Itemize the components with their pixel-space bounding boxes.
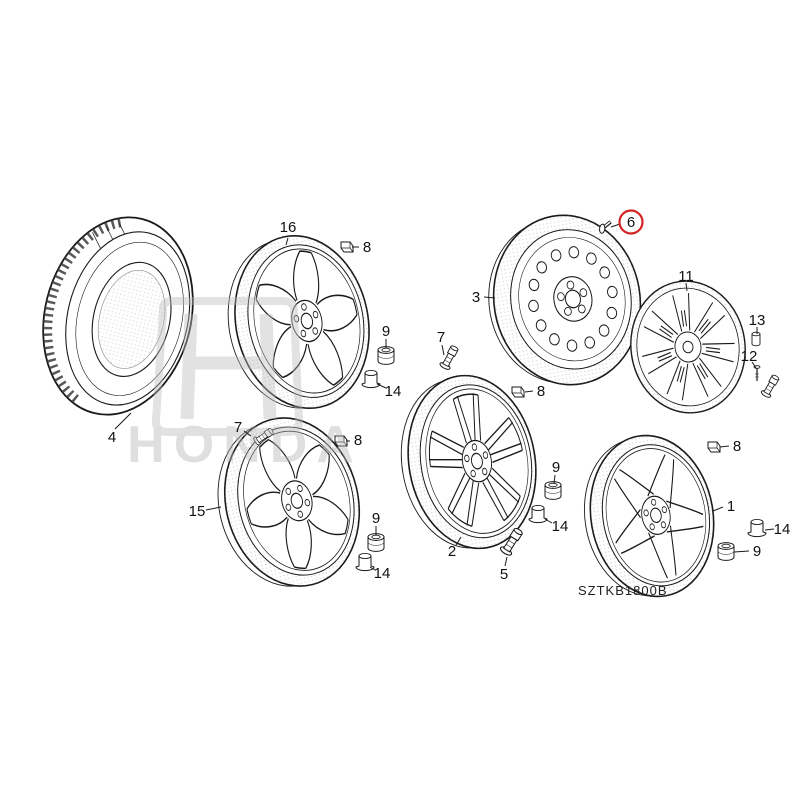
callout-5[interactable]: 5: [500, 566, 508, 583]
part-wheel-nut-14d: [747, 518, 767, 538]
callout-14-c[interactable]: 14: [552, 518, 569, 535]
part-balance-weight-right: [707, 441, 721, 453]
part-wheel-nut-9d: [717, 542, 735, 561]
part-steel-wheel: [488, 214, 642, 386]
part-alloy-wheel-2: [400, 374, 549, 550]
callout-14-d[interactable]: 14: [774, 521, 791, 538]
callout-8-top[interactable]: 8: [363, 239, 371, 256]
callout-16[interactable]: 16: [280, 219, 297, 236]
part-balance-weight-mid: [511, 386, 525, 398]
leader-lines: [114, 223, 775, 571]
callout-6[interactable]: 6: [627, 214, 635, 231]
honda-logo-icon: [151, 297, 304, 436]
part-alloy-wheel-16: [227, 235, 385, 409]
callout-7-a[interactable]: 7: [437, 329, 445, 346]
part-wheel-nut-9b: [367, 533, 385, 552]
part-valve-cap-13: [751, 331, 761, 347]
callout-9-c[interactable]: 9: [552, 459, 560, 476]
part-wheel-nut-9a: [377, 346, 395, 365]
callout-9-a[interactable]: 9: [382, 323, 390, 340]
callout-4[interactable]: 4: [108, 429, 116, 446]
part-wheel-cover: [630, 280, 746, 414]
callout-1[interactable]: 1: [727, 498, 735, 515]
callout-13[interactable]: 13: [749, 312, 766, 329]
callout-7-b[interactable]: 7: [234, 419, 242, 436]
part-wheel-nut-14c: [528, 504, 548, 524]
highlight-circle-6: [618, 209, 644, 235]
callout-12[interactable]: 12: [741, 348, 758, 365]
part-wheel-nut-14a: [361, 369, 381, 389]
callout-14-a[interactable]: 14: [385, 383, 402, 400]
part-valve-stem-13: [759, 372, 782, 400]
callout-3[interactable]: 3: [472, 289, 480, 306]
part-alloy-wheel-15: [217, 388, 391, 616]
honda-watermark: HONDA: [127, 297, 363, 474]
honda-wordmark: HONDA: [127, 416, 363, 474]
part-alloy-wheel-1: [583, 434, 726, 598]
callout-8-d[interactable]: 8: [733, 438, 741, 455]
callout-9-b[interactable]: 9: [372, 510, 380, 527]
callout-8-b[interactable]: 8: [354, 432, 362, 449]
callout-11[interactable]: 11: [678, 268, 694, 285]
callout-9-d[interactable]: 9: [753, 543, 761, 560]
diagram-code: SZTKB1800B: [578, 583, 668, 598]
part-balance-weight-top: [340, 241, 354, 253]
callout-14-b[interactable]: 14: [374, 565, 391, 582]
callout-2[interactable]: 2: [448, 543, 456, 560]
callout-15[interactable]: 15: [189, 503, 206, 520]
part-tire: [42, 216, 194, 416]
callout-8-c[interactable]: 8: [537, 383, 545, 400]
part-wheel-nut-9c: [544, 481, 562, 500]
part-valve-core-12: [753, 365, 761, 382]
